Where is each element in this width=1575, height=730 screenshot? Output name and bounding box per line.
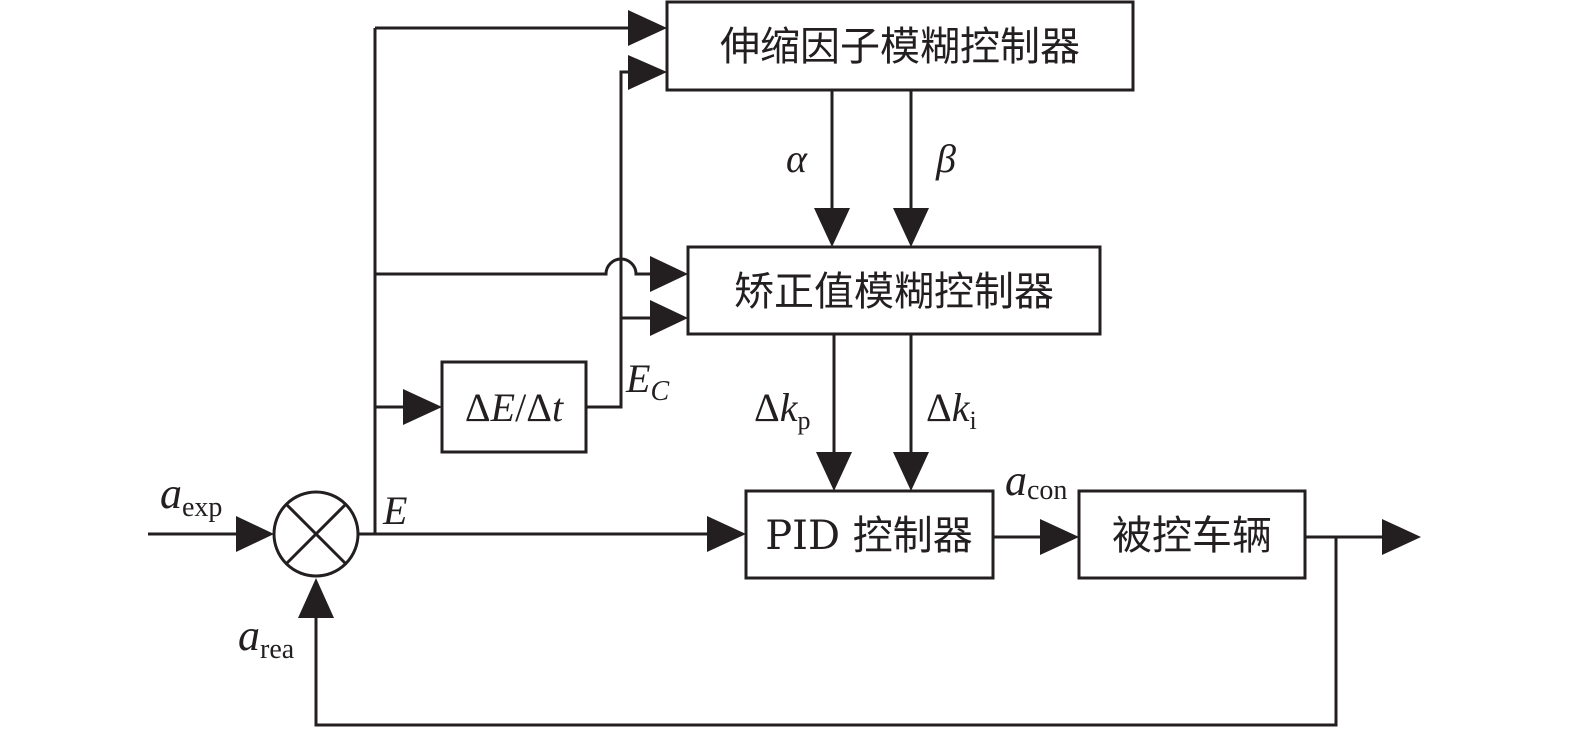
signal-label-e: E: [382, 488, 407, 533]
scaling-factor-fuzzy-controller-block: 伸缩因子模糊控制器: [665, 0, 1135, 92]
signal-label-a-con: acon: [1005, 456, 1067, 506]
arrowhead-correction-in-2: [650, 300, 688, 336]
arrowhead-alpha: [814, 208, 850, 247]
signal-label-alpha: α: [786, 136, 808, 181]
arrowhead-pid-in: [707, 516, 746, 552]
pid-controller-block: PID 控制器: [744, 489, 995, 580]
signal-label-beta: β: [935, 136, 956, 181]
signal-label-delta-kp: Δkp: [754, 385, 811, 435]
arrowhead-beta: [893, 208, 929, 247]
arrowhead-output: [1382, 519, 1421, 555]
signal-label-ec: EC: [625, 356, 669, 407]
correction-fuzzy-controller-label: 矫正值模糊控制器: [734, 269, 1054, 315]
arrowhead-derivative-in: [403, 389, 442, 425]
wire-feedback: [314, 537, 1338, 727]
wire-e-to-correction-fuzzy: [375, 257, 652, 276]
arrowhead-a-exp: [236, 516, 274, 552]
signal-label-a-exp: aexp: [160, 469, 222, 523]
arrowhead-scaling-in-2: [628, 55, 667, 90]
correction-fuzzy-controller-block: 矫正值模糊控制器: [686, 245, 1102, 336]
arrowhead-delta-ki: [893, 452, 929, 491]
derivative-label: ΔE/Δt: [465, 385, 564, 430]
arrowhead-delta-kp: [816, 452, 852, 491]
wire-ec-output: [586, 70, 630, 409]
plant-block: 被控车辆: [1077, 489, 1307, 580]
arrowhead-a-con: [1040, 519, 1079, 555]
arrowhead-correction-in-1: [650, 256, 688, 292]
pid-controller-label: PID 控制器: [765, 513, 973, 559]
signal-label-delta-ki: Δki: [926, 385, 977, 435]
plant-label: 被控车辆: [1112, 513, 1272, 559]
scaling-factor-fuzzy-controller-label: 伸缩因子模糊控制器: [720, 24, 1080, 70]
derivative-block: ΔE/Δt: [440, 360, 588, 454]
arrowhead-a-rea: [298, 578, 334, 618]
arrowhead-scaling-in-1: [628, 10, 667, 46]
summing-junction: [272, 490, 360, 578]
signal-label-a-rea: area: [238, 611, 295, 665]
